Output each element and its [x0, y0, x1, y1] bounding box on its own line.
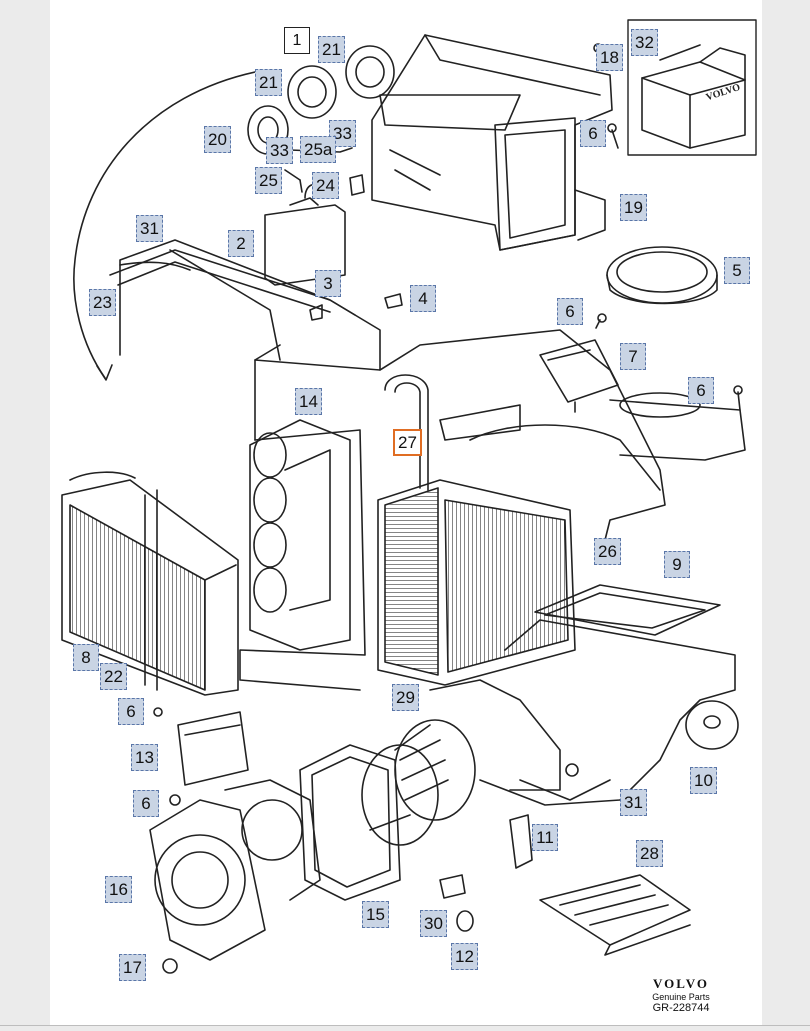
callout-17[interactable]: 17: [119, 954, 146, 981]
callout-16[interactable]: 16: [105, 876, 132, 903]
callout-13[interactable]: 13: [131, 744, 158, 771]
callout-25a[interactable]: 25a: [300, 136, 337, 163]
assembly-arrow: [73, 71, 256, 381]
main-housing-right: [379, 329, 746, 561]
callout-27-selected[interactable]: 27: [393, 429, 422, 456]
callout-21-lower[interactable]: 21: [255, 69, 282, 96]
box-label: VOLVO: [705, 82, 742, 103]
callout-11[interactable]: 11: [532, 824, 558, 851]
callout-32[interactable]: 32: [631, 29, 658, 56]
recirc-module: [249, 419, 351, 651]
blower-motor: [149, 779, 321, 961]
callout-8[interactable]: 8: [73, 644, 99, 671]
temperature-sensor: [509, 814, 533, 869]
callout-20[interactable]: 20: [204, 126, 231, 153]
diagram-reference: GR-228744: [652, 1002, 710, 1014]
callout-24[interactable]: 24: [312, 172, 339, 199]
callout-6-bottom[interactable]: 6: [133, 790, 159, 817]
callout-28[interactable]: 28: [636, 840, 663, 867]
air-inlet-ring: [606, 246, 718, 305]
vacuum-actuators: [247, 45, 395, 181]
callout-4[interactable]: 4: [410, 285, 436, 312]
callout-14[interactable]: 14: [295, 388, 322, 415]
callout-9[interactable]: 9: [664, 551, 690, 578]
resistor-block: [177, 711, 249, 786]
brand-block: VOLVO Genuine Parts GR-228744: [636, 976, 726, 1014]
evaporator: [377, 374, 576, 686]
grille: [539, 874, 691, 956]
brand-subtitle: Genuine Parts: [652, 992, 710, 1002]
flap-motor: [539, 339, 619, 413]
volvo-logo: VOLVO: [653, 976, 709, 991]
callout-21-upper[interactable]: 21: [318, 36, 345, 63]
callout-6-top[interactable]: 6: [580, 120, 606, 147]
callout-31-lower[interactable]: 31: [620, 789, 647, 816]
callout-25[interactable]: 25: [255, 167, 282, 194]
callout-23[interactable]: 23: [89, 289, 116, 316]
main-housing-left: [119, 239, 381, 691]
callout-7[interactable]: 7: [620, 343, 646, 370]
callout-18[interactable]: 18: [596, 44, 623, 71]
cover-cap: [685, 700, 739, 750]
callout-22[interactable]: 22: [100, 663, 127, 690]
callout-6-right[interactable]: 6: [688, 377, 714, 404]
blower-case: [429, 619, 736, 806]
callout-29[interactable]: 29: [392, 684, 419, 711]
callout-30[interactable]: 30: [420, 910, 447, 937]
gasket: [299, 744, 401, 901]
callout-2[interactable]: 2: [228, 230, 254, 257]
bottom-rule: [0, 1025, 810, 1026]
air-distribution-housing: [371, 34, 613, 251]
callout-1[interactable]: 1: [284, 27, 310, 54]
air-flap: [534, 584, 721, 636]
callout-6-left[interactable]: 6: [118, 698, 144, 725]
callout-6-mid[interactable]: 6: [557, 298, 583, 325]
heater-core: [61, 471, 239, 696]
callout-31-upper[interactable]: 31: [136, 215, 163, 242]
fan-wheel: [361, 719, 476, 846]
callout-5[interactable]: 5: [724, 257, 750, 284]
packaging-inset: [627, 19, 757, 156]
callout-10[interactable]: 10: [690, 767, 717, 794]
callout-12[interactable]: 12: [451, 943, 478, 970]
callout-15[interactable]: 15: [362, 901, 389, 928]
callout-19[interactable]: 19: [620, 194, 647, 221]
callout-3[interactable]: 3: [315, 270, 341, 297]
screws-and-clips: [153, 43, 743, 974]
callout-33-left[interactable]: 33: [266, 137, 293, 164]
callout-26[interactable]: 26: [594, 538, 621, 565]
